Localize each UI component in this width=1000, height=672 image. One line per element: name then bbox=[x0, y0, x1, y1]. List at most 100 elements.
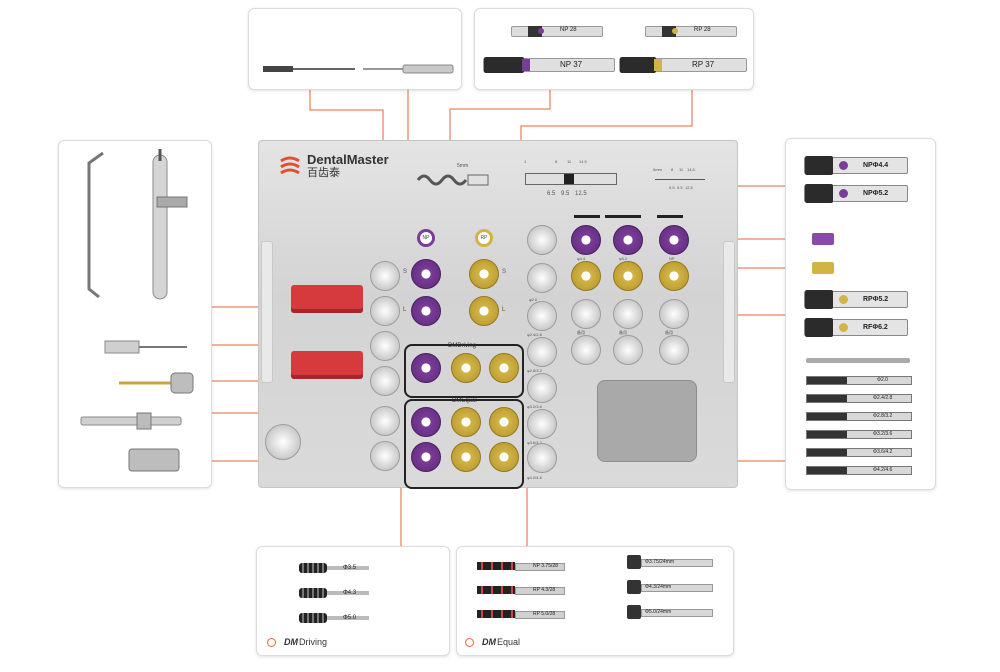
abutment-50: Φ5.0/24mm bbox=[627, 605, 717, 619]
label-phi42: Φ4.2/4.6 bbox=[873, 467, 893, 473]
tray-well-rp-l bbox=[469, 296, 499, 326]
side-label-l-1: L bbox=[403, 307, 407, 313]
adapter-np37: NP 37 bbox=[483, 57, 615, 73]
side-label-l-2: L bbox=[502, 307, 506, 313]
col-label-10: 备用 bbox=[619, 330, 627, 335]
tray-well-c1-1 bbox=[370, 296, 400, 326]
tray-well-d-1 bbox=[527, 263, 557, 293]
tray-well-r-8 bbox=[659, 299, 689, 329]
tray-right-tab bbox=[723, 241, 735, 383]
tray-well-r-7 bbox=[613, 299, 643, 329]
right-item-0: NPΦ4.4 bbox=[804, 156, 908, 175]
bar-2 bbox=[605, 215, 641, 218]
legend-dm-driving: DM Driving bbox=[267, 637, 327, 647]
legend-brand: DM bbox=[482, 637, 496, 647]
red-holder-bottom bbox=[291, 351, 363, 379]
tray-well-drv-0 bbox=[411, 353, 441, 383]
bar-3 bbox=[657, 215, 683, 218]
right-item-purple-cap bbox=[812, 233, 834, 245]
label-a375: Φ3.75/24mm bbox=[645, 559, 675, 565]
label-rp50: RP 5.0/28 bbox=[533, 611, 556, 617]
depth-gauge-icon bbox=[416, 174, 489, 186]
right-drill-5: Φ3.6/4.2 bbox=[806, 448, 912, 457]
ruler-tick-14: 14.5 bbox=[579, 159, 587, 164]
implant-50: Φ5.0 bbox=[299, 613, 369, 623]
tray-left-tab bbox=[261, 241, 273, 383]
tray-well-eq-0 bbox=[411, 407, 441, 437]
abutment-43: Φ4.3/24mm bbox=[627, 580, 717, 594]
drill-rp43: RP 4.3/28 bbox=[477, 586, 565, 595]
hand-driver-icon bbox=[119, 372, 194, 394]
side-label-s-2: S bbox=[502, 269, 507, 275]
tray-well-np-l bbox=[411, 296, 441, 326]
tray-well-r-0 bbox=[571, 225, 601, 255]
label-np44: NPΦ4.4 bbox=[863, 162, 889, 169]
label-np375: NP 3.75/28 bbox=[533, 563, 558, 569]
label-phi43: Φ4.3 bbox=[343, 590, 357, 596]
tray-well-d-5 bbox=[527, 409, 557, 439]
tray-well-drv-1 bbox=[451, 353, 481, 383]
bottom-right-tool-panel: NP 3.75/28 RP 4.3/28 RP 5.0/28 Φ3.75/24m… bbox=[456, 546, 734, 656]
legend-text: Equal bbox=[497, 637, 521, 647]
label-rp37: RP 37 bbox=[692, 60, 715, 69]
label-rf62: RFΦ6.2 bbox=[863, 324, 888, 331]
col-label-11: 备用 bbox=[665, 330, 673, 335]
dm-driving-box: DMDriving bbox=[404, 343, 524, 398]
tray-well-c1-0 bbox=[370, 261, 400, 291]
tray-well-large bbox=[265, 424, 301, 460]
ruler-small-tick-14: 14.5 bbox=[687, 167, 695, 172]
legend-brand: DM bbox=[284, 637, 298, 647]
side-label-s-1: S bbox=[403, 269, 408, 275]
legend-dm-equal: DM Equal bbox=[465, 637, 520, 647]
tray-well-d-3 bbox=[527, 337, 557, 367]
right-item-3: RFΦ6.2 bbox=[804, 318, 908, 337]
brand-name: DentalMaster bbox=[307, 152, 389, 167]
ruler-small-sub-125: 12.5 bbox=[685, 185, 693, 190]
ruler-small bbox=[655, 179, 705, 180]
depth-gauge-label: 5mm bbox=[457, 163, 469, 169]
ruler-small-tick-11: 11 bbox=[679, 167, 684, 172]
ruler-tick-1: 1 bbox=[524, 159, 527, 164]
tray-well-d-0 bbox=[527, 225, 557, 255]
col-label-3: φ3.2/3.6 bbox=[527, 404, 542, 409]
col-label-9: 备用 bbox=[577, 330, 585, 335]
label-rp43: RP 4.3/28 bbox=[533, 587, 556, 593]
label-np37: NP 37 bbox=[560, 60, 583, 69]
drill-icon bbox=[263, 66, 355, 72]
label-phi32: Φ3.2/3.6 bbox=[873, 431, 893, 437]
col-label-1: φ2.4/2.8 bbox=[527, 332, 542, 337]
tray-well-r-4 bbox=[613, 261, 643, 291]
ruler-top bbox=[525, 173, 617, 185]
col-label-0: φ2.0 bbox=[529, 297, 538, 302]
tray-well-np-s bbox=[411, 259, 441, 289]
probe-icon bbox=[87, 151, 104, 299]
right-drill-6: Φ4.2/4.6 bbox=[806, 466, 912, 475]
label-np28: NP 28 bbox=[560, 27, 577, 33]
tray-well-eq-4 bbox=[451, 442, 481, 472]
tray-well-c1-4 bbox=[370, 406, 400, 436]
bottom-left-tool-panel: Φ3.5 Φ4.3 Φ5.0 DM Driving bbox=[256, 546, 450, 656]
tray-well-drv-2 bbox=[489, 353, 519, 383]
adapter-np28: NP 28 bbox=[511, 26, 603, 37]
dm-equal-box: DMEqual bbox=[404, 398, 524, 489]
ruler-sub-65: 6.5 bbox=[547, 191, 556, 197]
rp-ring: RP bbox=[475, 229, 493, 247]
tray-well-d-2 bbox=[527, 301, 557, 331]
implant-43: Φ4.3 bbox=[299, 588, 369, 598]
tray-well-r-5 bbox=[659, 261, 689, 291]
label-a43: Φ4.3/24mm bbox=[645, 584, 672, 590]
tray-well-r-3 bbox=[571, 261, 601, 291]
col-label-7: φ5.2 bbox=[619, 256, 628, 261]
right-drill-3: Φ2.8/3.2 bbox=[806, 412, 912, 421]
ruler-small-sub-95: 9.5 bbox=[677, 185, 683, 190]
label-phi36: Φ3.6/4.2 bbox=[873, 449, 893, 455]
adapter-tool-icon bbox=[80, 412, 182, 430]
right-item-gold-cap bbox=[812, 262, 834, 274]
tray-well-r-2 bbox=[659, 225, 689, 255]
legend-text: Driving bbox=[299, 637, 328, 647]
tray-well-d-6 bbox=[527, 443, 557, 473]
col-label-4: φ3.6/4.2 bbox=[527, 440, 542, 445]
dentalmaster-logo-icon bbox=[280, 156, 300, 175]
right-drill-1: Φ2.0 bbox=[806, 376, 912, 385]
tray-well-c1-3 bbox=[370, 366, 400, 396]
